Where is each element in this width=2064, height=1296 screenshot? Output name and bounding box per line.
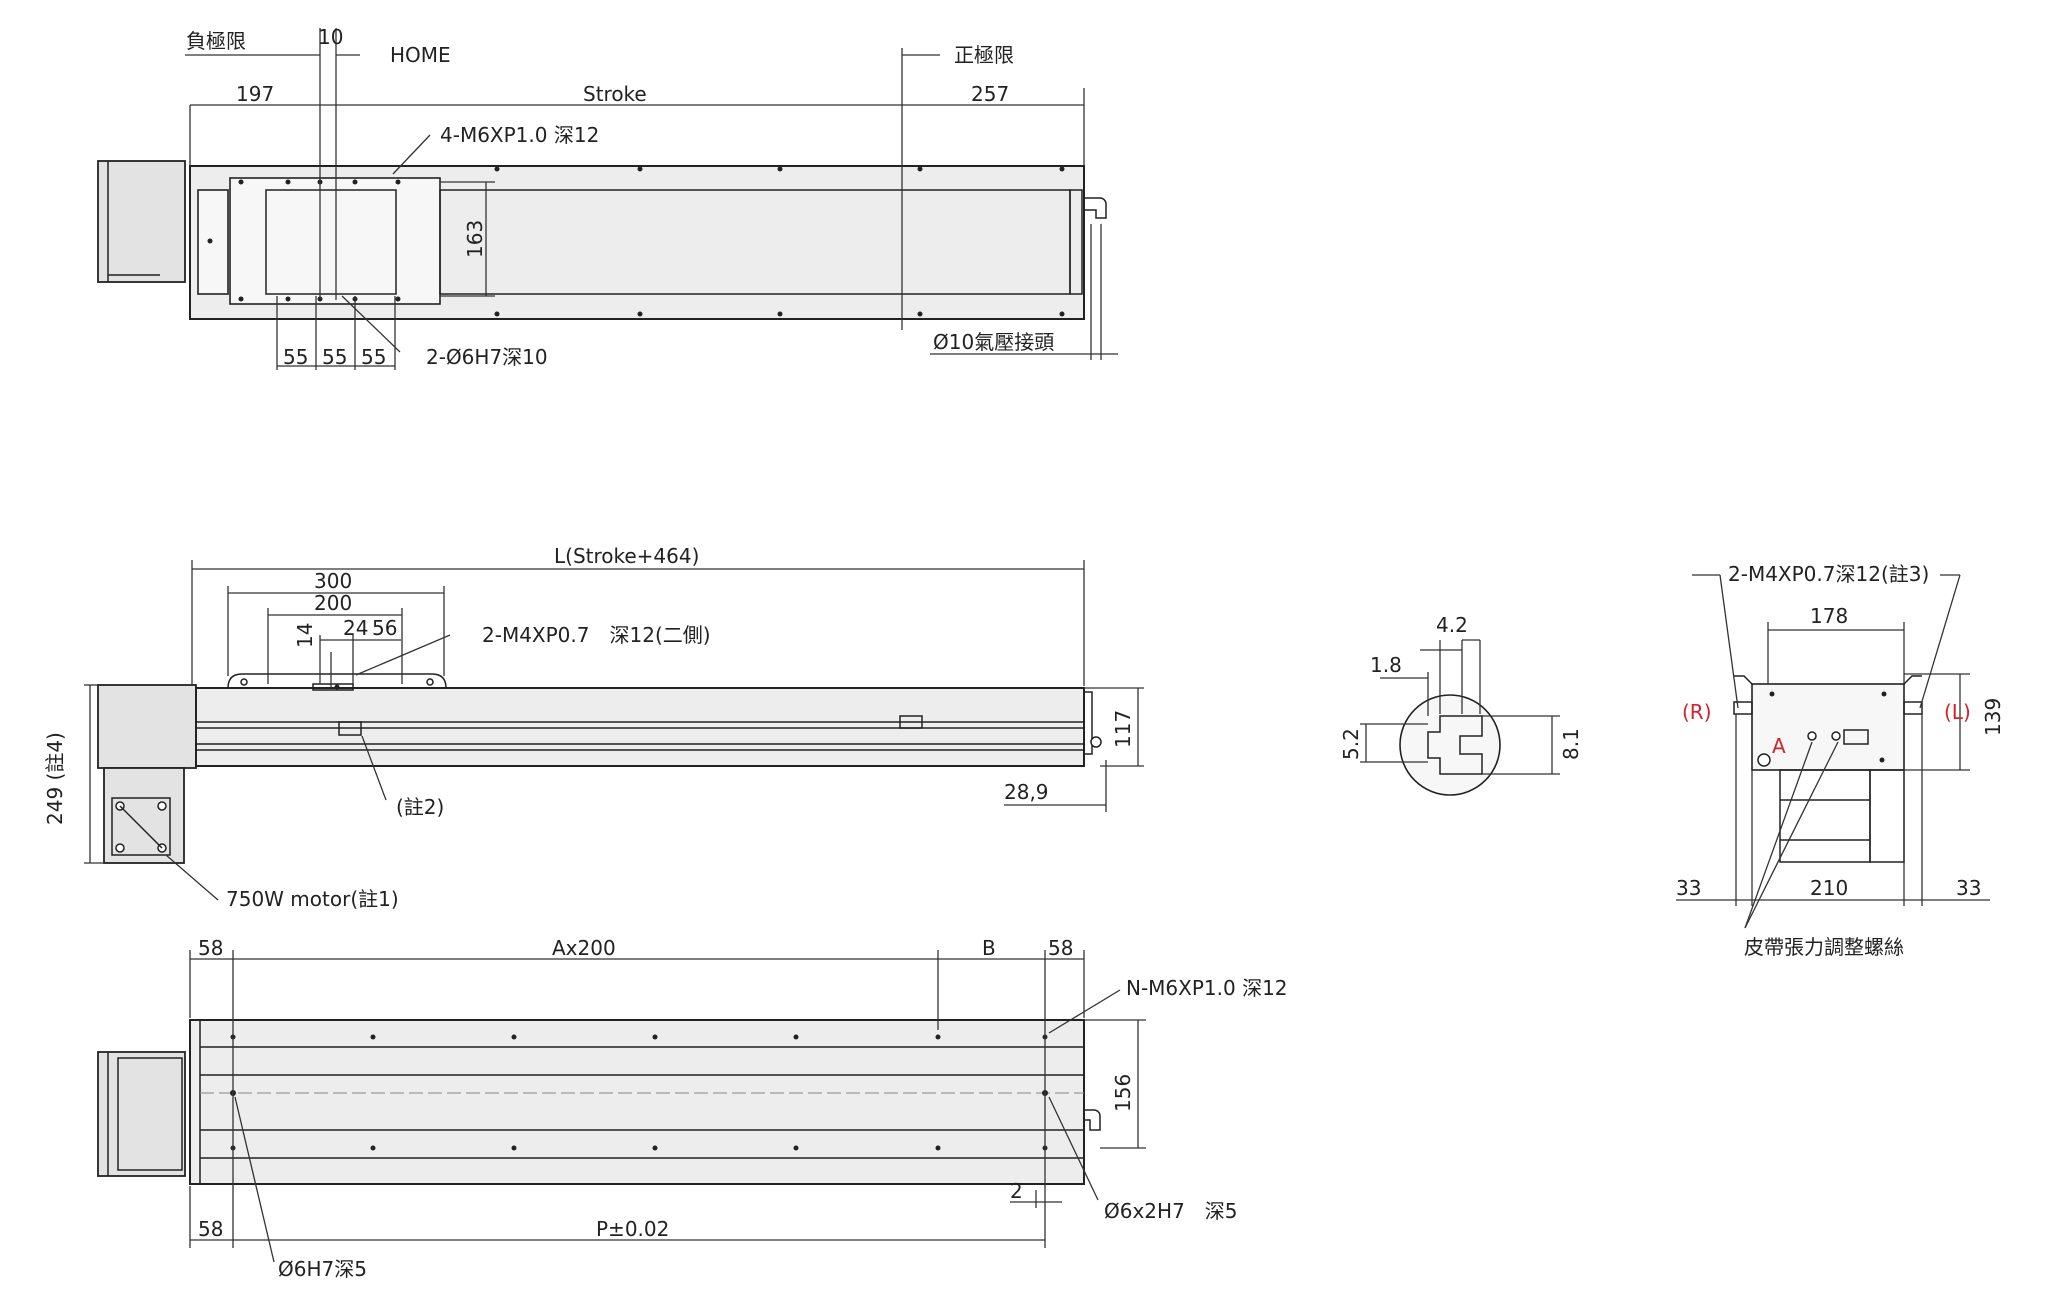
bottom-dowel-r-label: Ø6x2H7 深5 [1104,1199,1238,1223]
right-length-label: 257 [971,82,1009,106]
slot-18-label: 1.8 [1370,653,1402,677]
slot-detail: 4.2 1.8 5.2 8.1 [1339,613,1583,796]
motor-label: 750W motor(註1) [226,887,399,911]
slider-tap-label: 4-M6XP1.0 深12 [440,123,599,147]
dim-14-label: 14 [293,623,317,648]
len-200-label: 200 [314,591,352,615]
side-body [195,687,1085,767]
bottom-width-label: 156 [1111,1074,1135,1112]
side-view: L(Stroke+464) 300 200 24 56 14 2-M4XP0.7… [43,544,1144,911]
top-slider [229,177,441,305]
bottom-left-58-label: 58 [198,936,223,960]
top-view: 負極限 10 HOME 正極限 197 Stroke 257 4-M6XP1.0… [97,25,1118,370]
dim-289-label: 28,9 [1004,780,1049,804]
total-length-label: L(Stroke+464) [554,544,699,568]
end-height-label: 139 [1981,698,2005,736]
slot-42-label: 4.2 [1436,613,1468,637]
pitch-b-label: 55 [322,345,347,369]
bottom-dim-2-label: 2 [1010,1179,1023,1203]
belt-screw-label: 皮帶張力調整螺絲 [1744,935,1904,959]
end-body [1751,683,1905,771]
end-tap-label: 2-M4XP0.7深12(註3) [1728,562,1929,586]
end-side-a-label: 33 [1676,876,1701,900]
slot-circle [1399,694,1501,796]
slot-81-label: 8.1 [1559,728,1583,760]
pitch-a-label: 55 [283,345,308,369]
pitch-c-label: 55 [361,345,386,369]
bottom-dowel-l-label: Ø6H7深5 [278,1257,367,1281]
bottom-view: 58 Ax200 B 58 N-M6XP1.0 深12 156 2 Ø6x2H7… [97,936,1288,1281]
side-motor-flange [97,684,197,769]
end-mark-a: A [1772,734,1786,758]
bottom-b-label: B [982,936,996,960]
side-tap-label: 2-M4XP0.7 深12(二側) [482,623,711,647]
left-length-label: 197 [236,82,274,106]
end-tag-l: (L) [1944,700,1971,724]
bottom-p-label: P±0.02 [596,1217,669,1241]
bottom-motor [97,1051,186,1177]
bottom-tap-label: N-M6XP1.0 深12 [1126,976,1288,1000]
end-view: 2-M4XP0.7深12(註3) 178 139 (R) (L) A 33 21… [1676,562,2005,959]
len-300-label: 300 [314,569,352,593]
bottom-body [189,1019,1085,1185]
dim-24-label: 24 [343,616,368,640]
slot-52-label: 5.2 [1339,728,1363,760]
air-fitting-label: Ø10氣壓接頭 [933,330,1054,354]
bottom-pitch-label: Ax200 [552,936,616,960]
dim-56-label: 56 [372,616,397,640]
neg-limit-label: 負極限 [186,29,246,53]
top-motor [97,160,186,283]
home-label: HOME [390,43,451,67]
pos-limit-label: 正極限 [954,43,1014,67]
home-offset-label: 10 [318,25,343,49]
stroke-label: Stroke [583,82,647,106]
bottom-right-58-label: 58 [1048,936,1073,960]
end-tag-r: (R) [1682,700,1712,724]
bottom-58-label: 58 [198,1217,223,1241]
end-width-bottom-label: 210 [1810,876,1848,900]
slider-width-label: 163 [463,220,487,258]
dowel-label: 2-Ø6H7深10 [426,345,548,369]
end-side-b-label: 33 [1956,876,1981,900]
bottom-holes [230,1034,1048,1151]
height-total-label: 249 (註4) [43,732,67,825]
height-body-label: 117 [1111,710,1135,748]
end-width-top-label: 178 [1810,604,1848,628]
note2-label: (註2) [396,795,444,819]
